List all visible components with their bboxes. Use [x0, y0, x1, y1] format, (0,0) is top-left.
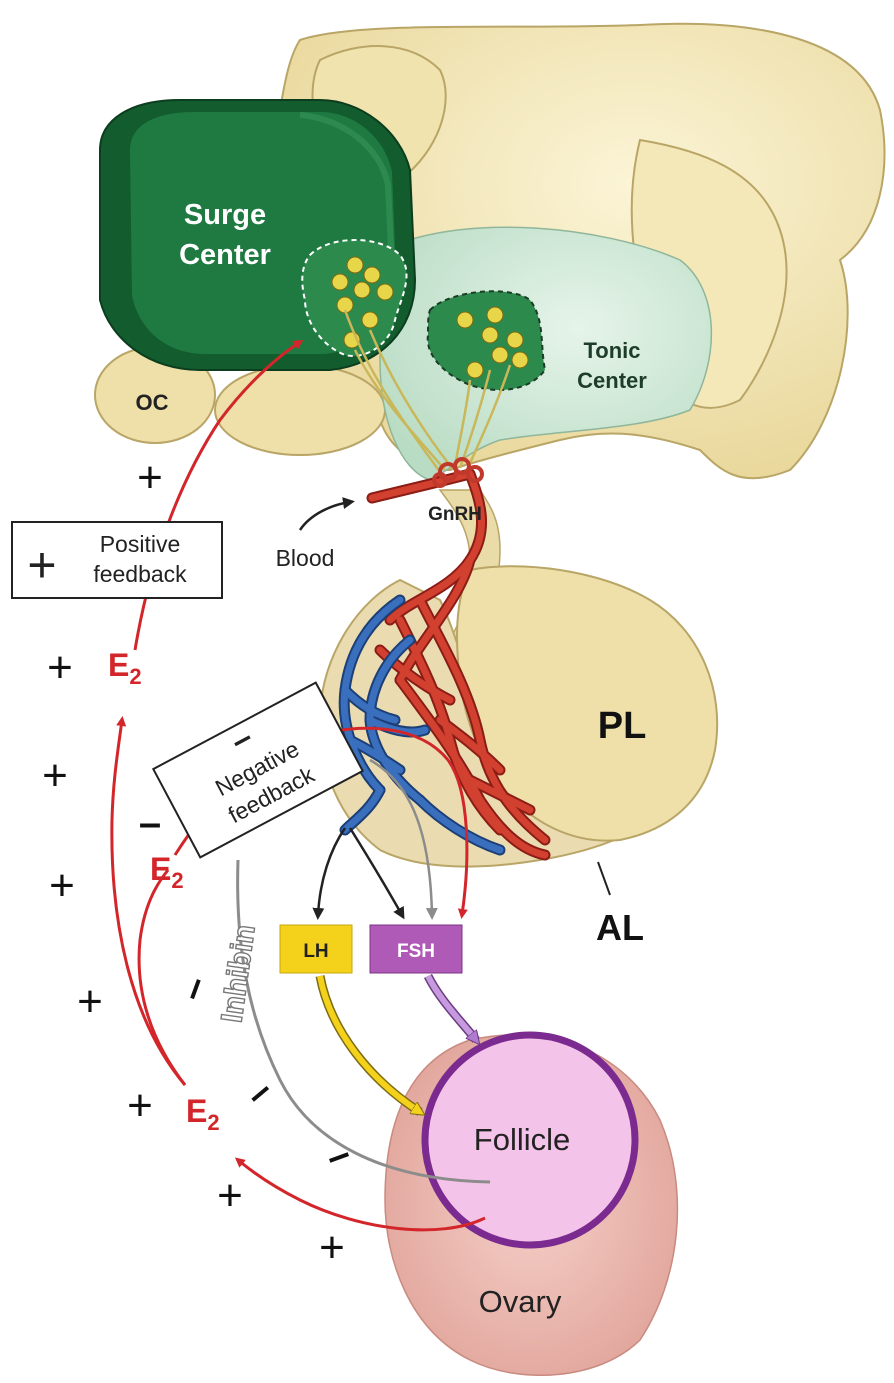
minus-sign: –	[320, 1131, 356, 1180]
plus-sign: +	[42, 751, 68, 800]
plus-sign: +	[127, 1081, 153, 1130]
svg-text:E2: E2	[150, 851, 184, 893]
surge-center-label-1: Surge	[184, 199, 266, 231]
plus-sign: +	[47, 643, 73, 692]
plus-sign: +	[77, 977, 103, 1026]
e2-label-upper: E2	[108, 647, 142, 689]
lh-label: LH	[303, 941, 328, 962]
minus-sign: –	[236, 1068, 281, 1116]
pituitary-to-lh-arrow	[318, 828, 345, 915]
e2-label-lower: E2	[186, 1093, 220, 1135]
ovary-label: Ovary	[479, 1284, 562, 1319]
blood-pointer-arrow	[300, 502, 350, 530]
positive-feedback-symbol: +	[27, 537, 56, 593]
svg-text:E2: E2	[108, 647, 142, 689]
tonic-center-label-2: Center	[577, 368, 647, 393]
tonic-center-label-1: Tonic	[583, 338, 640, 363]
positive-feedback-line1: Positive	[100, 531, 181, 557]
surge-center-label-2: Center	[179, 239, 271, 271]
oc-label: OC	[136, 390, 169, 415]
lh-to-follicle-arrow	[320, 976, 420, 1112]
e2-label-middle: E2	[150, 851, 184, 893]
plus-sign: +	[217, 1171, 243, 1220]
al-leader-line	[598, 862, 610, 895]
positive-feedback-legend: + Positive feedback	[12, 522, 222, 598]
pl-label: PL	[598, 705, 647, 747]
positive-feedback-line2: feedback	[93, 561, 187, 587]
fsh-label: FSH	[397, 941, 435, 962]
blood-label: Blood	[276, 545, 335, 571]
plus-sign: +	[319, 1223, 345, 1272]
minus-sign: –	[139, 801, 161, 845]
gnrh-label: GnRH	[428, 504, 482, 525]
al-label: AL	[596, 907, 644, 948]
minus-sign: –	[169, 970, 218, 1006]
svg-text:E2: E2	[186, 1093, 220, 1135]
plus-sign: +	[137, 453, 163, 502]
plus-sign: +	[49, 861, 75, 910]
follicle-label: Follicle	[474, 1122, 570, 1157]
